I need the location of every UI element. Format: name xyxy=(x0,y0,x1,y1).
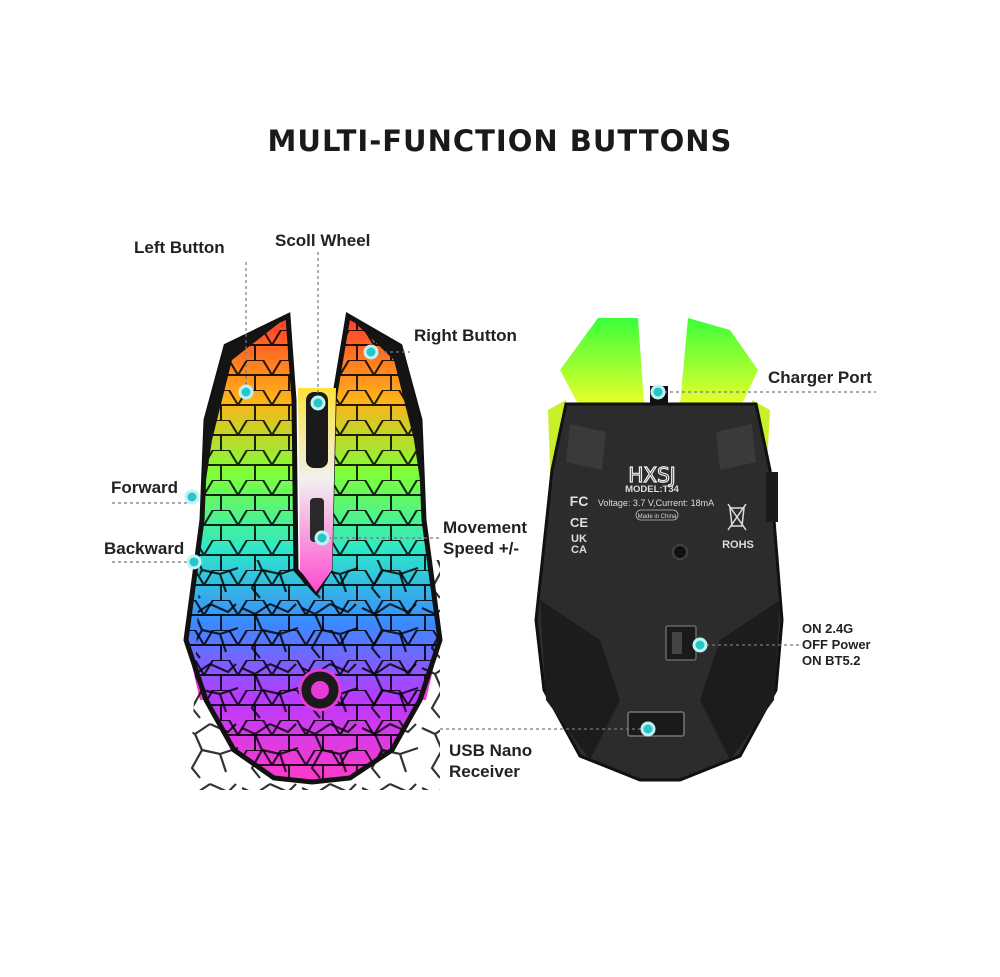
markers xyxy=(184,344,708,737)
marker-left-button xyxy=(238,384,254,400)
label-usb-line2: Receiver xyxy=(449,762,520,781)
marker-backward xyxy=(186,554,202,570)
usb-receiver-slot xyxy=(627,711,685,737)
ce-mark: CE xyxy=(570,515,588,530)
sensor xyxy=(672,544,688,560)
label-power-line2: OFF Power xyxy=(802,637,871,652)
scroll-wheel xyxy=(306,392,328,468)
marker-usb-receiver xyxy=(640,721,656,737)
right-prong-light xyxy=(680,318,758,404)
marker-right-button xyxy=(363,344,379,360)
marker-power-switch xyxy=(692,637,708,653)
page-title: MULTI-FUNCTION BUTTONS xyxy=(267,124,733,158)
ca-mark: CA xyxy=(571,544,587,556)
mouse-top-view xyxy=(183,312,443,790)
label-scroll-wheel: Scoll Wheel xyxy=(275,231,371,250)
label-charger-port: Charger Port xyxy=(768,368,872,387)
label-movement-speed: Movement Speed +/- xyxy=(443,517,527,559)
marker-scroll-wheel xyxy=(310,395,326,411)
marker-movement-speed xyxy=(314,530,330,546)
brand-logo: HXSJ xyxy=(628,463,675,487)
label-power-line3: ON BT5.2 xyxy=(802,653,861,668)
voltage-text: Voltage: 3.7 V,Current: 18mA xyxy=(598,498,714,508)
label-power-switch: ON 2.4G OFF Power ON BT5.2 xyxy=(802,621,871,669)
marker-forward xyxy=(184,489,200,505)
made-in-text: Made in China xyxy=(638,514,677,520)
label-movement-line2: Speed +/- xyxy=(443,539,520,558)
weee-bin-icon xyxy=(727,503,747,531)
marker-charger-port xyxy=(650,384,666,400)
label-usb-receiver: USB Nano Receiver xyxy=(449,740,532,782)
label-usb-line1: USB Nano xyxy=(449,741,533,760)
label-power-line1: ON 2.4G xyxy=(802,621,854,636)
rohs-mark: ROHS xyxy=(722,539,754,551)
mouse-bottom-view xyxy=(534,318,784,782)
label-left-button: Left Button xyxy=(134,238,225,257)
model-text: MODEL:T34 xyxy=(625,484,680,495)
left-prong-light xyxy=(560,318,644,404)
label-forward: Forward xyxy=(111,478,179,497)
label-movement-line1: Movement xyxy=(443,518,528,537)
fc-mark: FC xyxy=(570,493,589,509)
leader-lines xyxy=(112,252,876,730)
label-backward: Backward xyxy=(104,539,185,558)
uk-mark: UK xyxy=(571,533,587,545)
label-right-button: Right Button xyxy=(414,326,517,345)
